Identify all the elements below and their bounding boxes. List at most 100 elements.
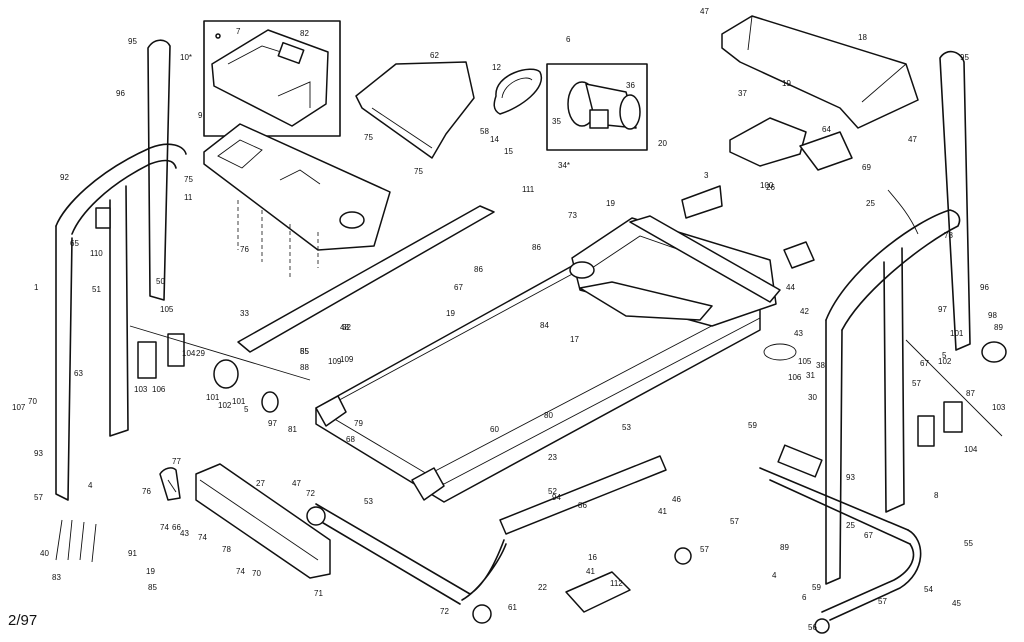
part-callout: 57 <box>34 493 43 502</box>
side-rail <box>237 205 495 353</box>
part-callout: 75 <box>414 167 423 176</box>
part-callout: 11 <box>184 193 193 202</box>
part-callout: 47 <box>292 479 301 488</box>
part-callout: 82 <box>300 29 309 38</box>
part-callout: 59 <box>748 421 757 430</box>
part-callout: 106 <box>152 385 166 394</box>
part-callout: 72 <box>440 607 449 616</box>
part-callout: 78 <box>944 231 953 240</box>
part-callout: 84 <box>540 321 549 330</box>
part-callout: 79 <box>354 419 363 428</box>
part-callout: 42 <box>800 307 809 316</box>
part-callout: 80 <box>544 411 553 420</box>
part-callout: 58 <box>480 127 489 136</box>
part-callout: 37 <box>738 89 747 98</box>
part-callout: 29 <box>196 349 205 358</box>
part-callout: 41 <box>586 567 595 576</box>
part-callout: 17 <box>570 335 579 344</box>
motor-pan <box>571 217 777 327</box>
part-callout: 70 <box>28 397 37 406</box>
part-callout: 53 <box>364 497 373 506</box>
part-callout: 56 <box>808 623 817 632</box>
part-callout: 69 <box>862 163 871 172</box>
part-callout: 106 <box>788 373 802 382</box>
part-callout: 6 <box>802 593 807 602</box>
part-callout: 91 <box>128 549 137 558</box>
part-callout: 104 <box>182 349 196 358</box>
part-callout: 19 <box>606 199 615 208</box>
part-callout: 102 <box>938 357 952 366</box>
part-callout: 65 <box>70 239 79 248</box>
part-callout: 20 <box>658 139 667 148</box>
part-callout: 101 <box>950 329 964 338</box>
part-callout: 57 <box>730 517 739 526</box>
part-callout: 30 <box>808 393 817 402</box>
part-callout: 93 <box>34 449 43 458</box>
part-callout: 87 <box>966 389 975 398</box>
part-callout: 75 <box>184 175 193 184</box>
part-callout: 19 <box>146 567 155 576</box>
part-callout: 59 <box>812 583 821 592</box>
part-callout: 98 <box>988 311 997 320</box>
part-callout: 97 <box>268 419 277 428</box>
part-callout: 74 <box>160 523 169 532</box>
part-callout: 22 <box>538 583 547 592</box>
part-callout: 60 <box>490 425 499 434</box>
part-callout: 74 <box>236 567 245 576</box>
incline-frame <box>306 455 692 624</box>
part-callout: 57 <box>700 545 709 554</box>
part-callout: 52 <box>342 323 351 332</box>
part-callout: 4 <box>772 571 777 580</box>
part-callout: 66 <box>172 523 181 532</box>
part-callout: 105 <box>160 305 174 314</box>
part-callout: 96 <box>116 89 125 98</box>
rear-roller-assembly <box>129 325 311 413</box>
part-callout: 12 <box>492 63 501 72</box>
part-callout: 51 <box>92 285 101 294</box>
part-callout: 26 <box>766 183 775 192</box>
part-callout: 74 <box>198 533 207 542</box>
part-callout: 7 <box>236 27 241 36</box>
small-hardware <box>55 185 919 613</box>
hood-18 <box>721 15 919 129</box>
part-callout: 64 <box>822 125 831 134</box>
part-callout: 70 <box>252 569 261 578</box>
part-callout: 67 <box>864 531 873 540</box>
part-callout: 50 <box>156 277 165 286</box>
part-callout: 23 <box>548 453 557 462</box>
part-callout: 40 <box>40 549 49 558</box>
part-callout: 71 <box>314 589 323 598</box>
part-callout: 103 <box>992 403 1006 412</box>
drive-motor-inset <box>546 63 648 151</box>
part-callout: 81 <box>288 425 297 434</box>
part-callout: 38 <box>816 361 825 370</box>
part-callout: 67 <box>454 283 463 292</box>
part-callout: 54 <box>924 585 933 594</box>
part-callout: 97 <box>938 305 947 314</box>
console-overlay-inset <box>203 20 341 137</box>
part-callout: 52 <box>548 487 557 496</box>
part-callout: 111 <box>522 185 535 194</box>
part-callout: 76 <box>240 245 249 254</box>
part-callout: 5 <box>942 351 947 360</box>
part-callout: 47 <box>908 135 917 144</box>
part-callout: 15 <box>504 147 513 156</box>
front-roller-bracket <box>569 215 781 303</box>
part-callout: 83 <box>52 573 61 582</box>
right-base <box>759 444 922 634</box>
part-callout: 76 <box>142 487 151 496</box>
part-callout: 19 <box>446 309 455 318</box>
part-callout: 19 <box>782 79 791 88</box>
part-callout: 78 <box>222 545 231 554</box>
part-callout: 94 <box>552 493 561 502</box>
part-callout: 95 <box>128 37 137 46</box>
part-callout: 86 <box>474 265 483 274</box>
part-callout: 101 <box>232 397 246 406</box>
part-callout: 105 <box>798 357 812 366</box>
part-callout: 16 <box>588 553 597 562</box>
part-callout: 55 <box>300 347 309 356</box>
part-callout: 57 <box>878 597 887 606</box>
part-callout: 9 <box>198 111 203 120</box>
part-callout: 43 <box>180 529 189 538</box>
